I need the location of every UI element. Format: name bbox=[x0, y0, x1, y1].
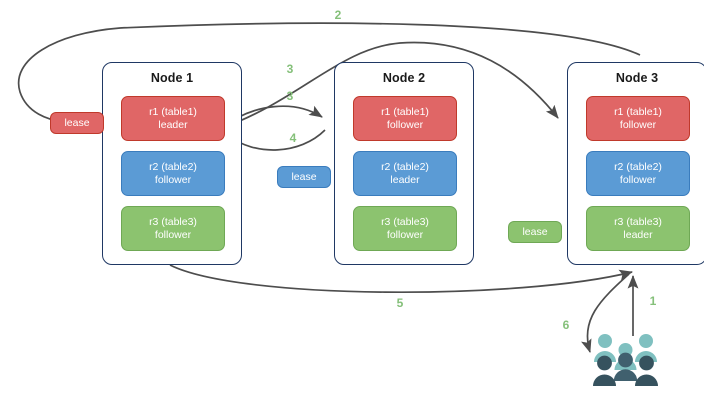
node-title: Node 2 bbox=[382, 71, 426, 85]
replica-box[interactable]: r3 (table3) leader bbox=[586, 206, 690, 251]
lease-label: lease bbox=[64, 117, 90, 129]
step-label-2: 2 bbox=[334, 8, 342, 22]
step-label-3-upper: 3 bbox=[286, 62, 294, 76]
replica-name: r1 (table1) bbox=[381, 105, 429, 118]
connector-4 bbox=[228, 129, 326, 151]
replica-box[interactable]: r2 (table2) leader bbox=[353, 151, 457, 196]
lease-chip-green[interactable]: lease bbox=[508, 221, 562, 243]
lease-label: lease bbox=[522, 226, 548, 238]
step-label-1: 1 bbox=[649, 294, 657, 308]
replica-role: follower bbox=[154, 173, 192, 186]
node-container-3: Node 3 r1 (table1) follower r2 (table2) … bbox=[567, 62, 704, 265]
lease-chip-red[interactable]: lease bbox=[50, 112, 104, 134]
lease-label: lease bbox=[291, 171, 317, 183]
replica-role: leader bbox=[390, 173, 420, 186]
replica-name: r1 (table1) bbox=[614, 105, 662, 118]
step-label-6: 6 bbox=[562, 318, 570, 332]
lease-chip-blue[interactable]: lease bbox=[277, 166, 331, 188]
replica-role: follower bbox=[386, 118, 424, 131]
replica-role: leader bbox=[623, 228, 653, 241]
node-title: Node 3 bbox=[615, 71, 659, 85]
replica-role: follower bbox=[386, 228, 424, 241]
replica-name: r3 (table3) bbox=[149, 215, 197, 228]
replica-role: leader bbox=[158, 118, 188, 131]
connector-5 bbox=[169, 264, 633, 294]
replica-box[interactable]: r1 (table1) follower bbox=[353, 96, 457, 141]
step-label-3-lower: 3 bbox=[286, 89, 294, 103]
replica-name: r2 (table2) bbox=[381, 160, 429, 173]
replica-name: r1 (table1) bbox=[149, 105, 197, 118]
replica-box[interactable]: r2 (table2) follower bbox=[121, 151, 225, 196]
users-icon bbox=[593, 334, 658, 386]
node-title: Node 1 bbox=[150, 71, 194, 85]
node-container-1: Node 1 r1 (table1) leader r2 (table2) fo… bbox=[102, 62, 242, 265]
replica-role: follower bbox=[619, 173, 657, 186]
replica-name: r3 (table3) bbox=[614, 215, 662, 228]
replica-name: r2 (table2) bbox=[149, 160, 197, 173]
replica-box[interactable]: r2 (table2) follower bbox=[586, 151, 690, 196]
step-label-5: 5 bbox=[396, 296, 404, 310]
replica-box[interactable]: r3 (table3) follower bbox=[353, 206, 457, 251]
replica-name: r2 (table2) bbox=[614, 160, 662, 173]
replica-name: r3 (table3) bbox=[381, 215, 429, 228]
node-container-2: Node 2 r1 (table1) follower r2 (table2) … bbox=[334, 62, 474, 265]
step-label-4: 4 bbox=[289, 131, 297, 145]
replica-box[interactable]: r1 (table1) follower bbox=[586, 96, 690, 141]
replica-box[interactable]: r3 (table3) follower bbox=[121, 206, 225, 251]
replica-role: follower bbox=[619, 118, 657, 131]
replica-box[interactable]: r1 (table1) leader bbox=[121, 96, 225, 141]
replica-role: follower bbox=[154, 228, 192, 241]
